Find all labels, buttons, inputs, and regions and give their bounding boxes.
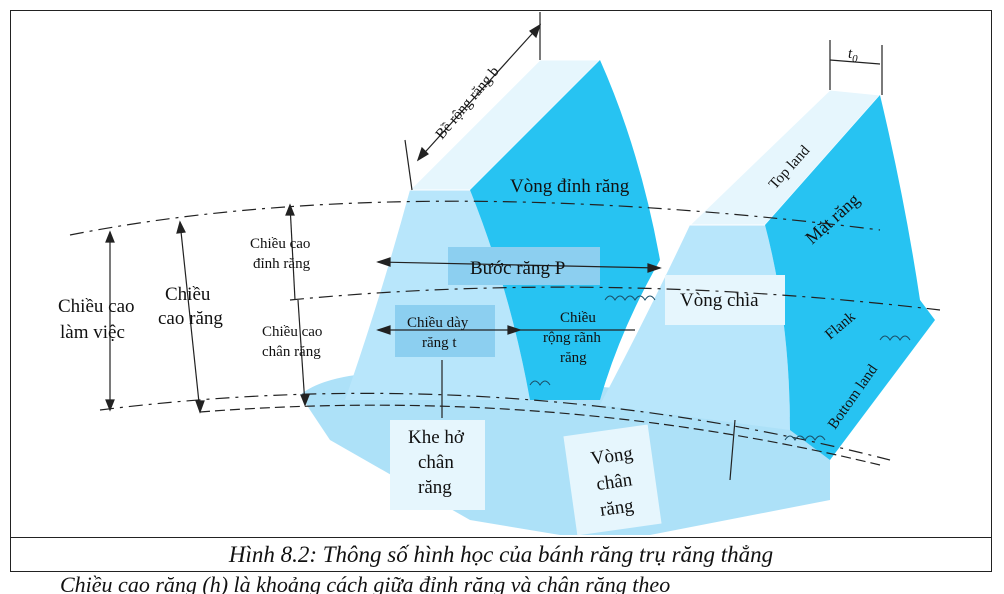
cutoff-paragraph-text: Chiều cao răng (h) là khoảng cách giữa đ… [60, 574, 671, 594]
hatch-3 [784, 435, 826, 441]
gear-tooth-diagram: Bề rộng răng b Vòng đỉnh răng Top land M… [58, 12, 941, 536]
thickness-box [395, 305, 495, 357]
addendum-circle-line [69, 200, 881, 236]
face-width-dim [417, 24, 541, 161]
right-tooth-side [765, 95, 935, 460]
thickness-label-1: Chiều dày [407, 315, 469, 331]
tooth-height-label-2: cao răng [158, 308, 223, 329]
root-circle-line [199, 404, 881, 466]
hatch-2 [529, 380, 551, 386]
clearance-label-2: chân [418, 452, 454, 473]
arrow-down-2 [195, 400, 205, 414]
dedendum-circle-line [99, 392, 891, 461]
addendum-label-2: đỉnh răng [253, 256, 311, 272]
arrow-right-pitch [647, 263, 662, 273]
space-width-label-3: răng [560, 350, 587, 366]
figure-caption: Hình 8.2: Thông số hình học của bánh răn… [228, 542, 774, 567]
pitch-circle-line [289, 286, 941, 311]
pitch-circle-box [665, 275, 785, 325]
arrow-up-2 [176, 220, 186, 234]
arrow-left-pitch [376, 257, 391, 267]
pitch-dim [377, 261, 661, 269]
arrow-down-1 [105, 399, 115, 412]
working-depth-label-1: Chiều cao [58, 296, 135, 317]
arrow-face-2 [529, 23, 542, 39]
tooth-height-label-1: Chiều [165, 284, 211, 305]
root-circle-label-3: răng [599, 495, 636, 521]
space-width-label-2: rộng rãnh [543, 330, 601, 346]
arrow-down-3 [300, 394, 310, 407]
space-width-label-1: Chiều [560, 310, 596, 326]
pitch-circle-label: Vòng chia [680, 290, 759, 311]
tooth-height-dim [179, 221, 201, 413]
face-ext-1 [404, 139, 413, 191]
root-circle-label-2: chân [595, 469, 634, 495]
arrow-up-1 [105, 230, 115, 243]
clearance-box [390, 420, 485, 510]
addendum-label-1: Chiều cao [250, 236, 310, 252]
clearance-label-1: Khe hở [408, 427, 465, 448]
pitch-label: Bước răng P [470, 258, 565, 279]
addendum-circle-label: Vòng đỉnh răng [510, 176, 630, 197]
arrow-left-thickness [376, 325, 391, 335]
arrow-right-thickness [507, 325, 522, 335]
root-dim [729, 419, 736, 481]
arrow-face-1 [416, 146, 429, 162]
hatch-1 [604, 295, 656, 301]
backlash-label: t0 [848, 46, 858, 65]
backlash-dim [829, 59, 881, 65]
dedendum-label-2: chân răng [262, 344, 321, 360]
clearance-label-3: răng [418, 477, 452, 498]
hatch-4 [879, 335, 911, 341]
caption-separator [10, 537, 992, 538]
thickness-label-2: răng t [422, 335, 457, 351]
addendum-dim [289, 204, 296, 301]
dedendum-label-1: Chiều cao [262, 324, 322, 340]
working-depth-label-2: làm việc [60, 322, 125, 343]
left-tooth-side [470, 60, 660, 400]
arrow-up-3 [285, 203, 295, 216]
dedendum-dim [297, 299, 306, 406]
root-circle-box [563, 424, 662, 536]
